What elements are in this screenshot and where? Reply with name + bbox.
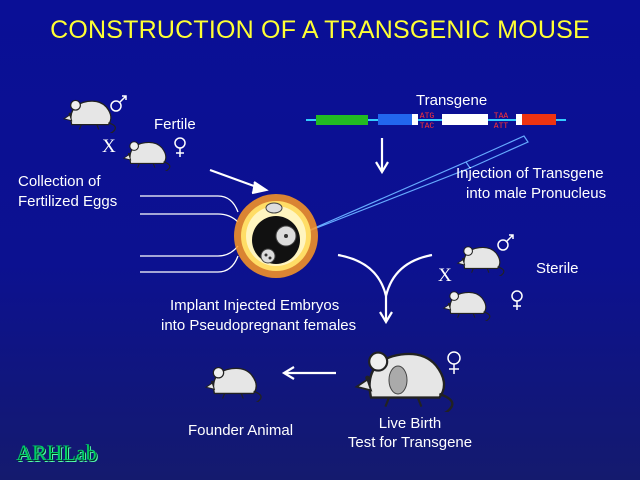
collection-lines <box>140 195 239 273</box>
stop-codon-top: TAA <box>494 112 509 121</box>
implant-label-line1: Implant Injected Embryos <box>170 297 340 314</box>
fertile-label: Fertile <box>154 116 196 133</box>
collection-label-line2: Fertilized Eggs <box>18 193 118 210</box>
sterile-male-symbol-icon <box>497 234 514 251</box>
sterile-female-mouse-icon <box>443 291 493 321</box>
transgene-construct <box>306 114 566 125</box>
cross-symbol-top: X <box>102 136 116 157</box>
female-mouse-icon <box>123 141 173 171</box>
arrow-to-egg <box>209 168 269 195</box>
arrow-transgene-down <box>375 138 389 175</box>
start-codon-bottom: TAC <box>420 122 435 131</box>
arh-lab-logo: ARHLab <box>16 440 97 465</box>
female-symbol-icon <box>174 137 186 157</box>
page-title: CONSTRUCTION OF A TRANSGENIC MOUSE <box>50 16 590 44</box>
male-symbol-icon <box>110 95 127 112</box>
start-codon-top: ATG <box>420 112 435 121</box>
sterile-label: Sterile <box>536 260 579 277</box>
stop-codon-bottom: ATT <box>494 122 509 131</box>
implant-label-line2: into Pseudopregnant females <box>161 317 357 334</box>
injection-label-line1: Injection of Transgene <box>456 165 604 182</box>
fertilized-egg <box>234 194 318 278</box>
live-birth-label-line1: Live Birth <box>378 415 442 432</box>
sterile-male-mouse-icon <box>457 246 507 276</box>
pregnant-female-symbol-icon <box>447 351 461 374</box>
collection-label-line1: Collection of <box>18 173 101 190</box>
transgene-label: Transgene <box>416 92 488 109</box>
cross-symbol-sterile: X <box>438 265 452 286</box>
arrow-implant-down <box>337 253 433 325</box>
founder-animal-label: Founder Animal <box>188 422 294 439</box>
live-birth-label-line2: Test for Transgene <box>347 434 473 451</box>
sterile-female-symbol-icon <box>511 290 523 310</box>
injection-label-line2: into male Pronucleus <box>466 185 607 202</box>
injection-needle <box>295 135 529 237</box>
pregnant-mouse-icon <box>355 351 459 412</box>
male-mouse-icon <box>63 99 119 133</box>
arrow-to-founder <box>281 366 336 380</box>
embryo-inside-mouse <box>388 365 408 395</box>
founder-mouse-icon <box>205 366 265 402</box>
